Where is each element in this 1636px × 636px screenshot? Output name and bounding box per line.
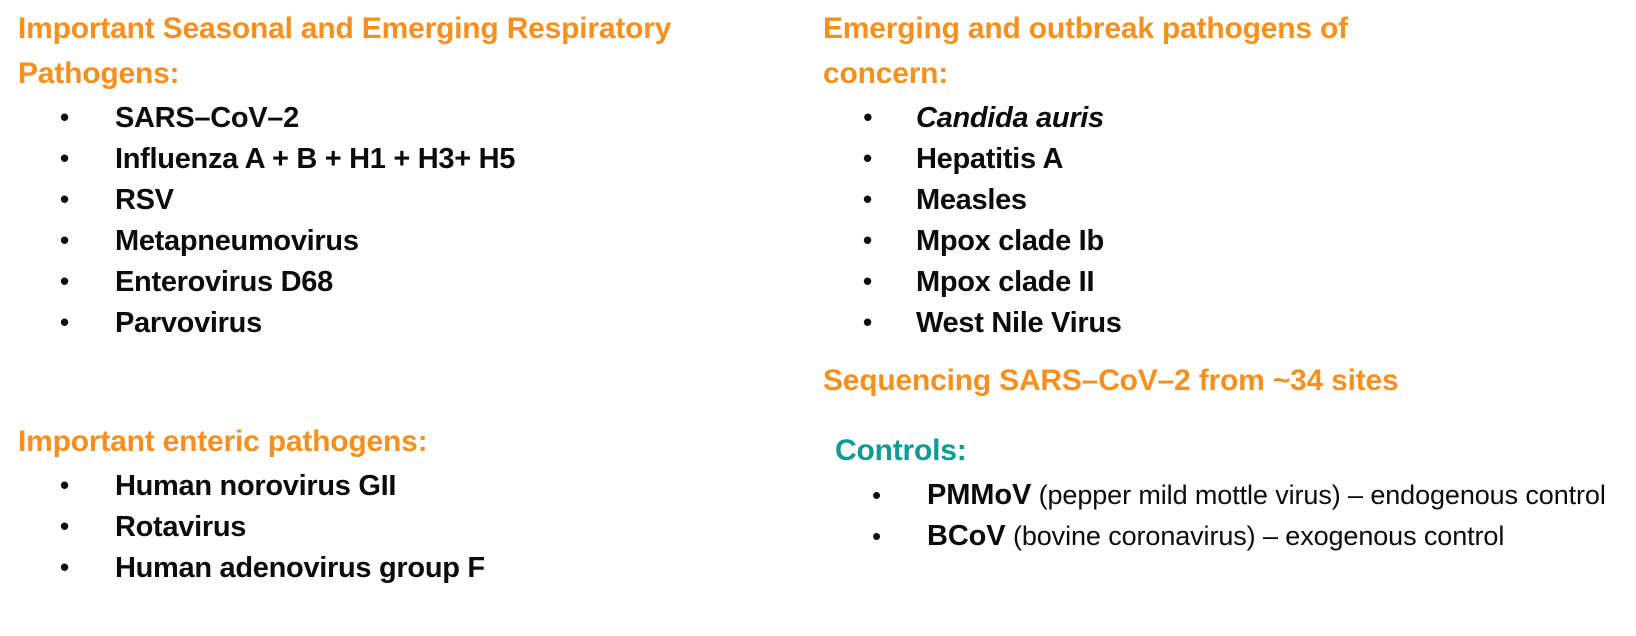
control-name: BCoV — [927, 520, 1006, 552]
enteric-pathogens-list: Human norovirus GII Rotavirus Human aden… — [18, 465, 778, 589]
list-item: Mpox clade II — [823, 261, 1623, 303]
list-item: Mpox clade Ib — [823, 220, 1623, 262]
list-item: Enterovirus D68 — [18, 261, 778, 303]
control-description: (bovine coronavirus) – exogenous control — [1005, 521, 1505, 551]
list-item: Rotavirus — [18, 506, 778, 548]
control-description: (pepper mild mottle virus) – endogenous … — [1031, 480, 1606, 510]
list-item: Influenza A + B + H1 + H3+ H5 — [18, 138, 778, 180]
list-item: Parvovirus — [18, 302, 778, 344]
list-item: Measles — [823, 179, 1623, 221]
sequencing-heading: Sequencing SARS–CoV–2 from ~34 sites — [823, 364, 1399, 397]
list-item: Candida auris — [823, 97, 1623, 139]
emerging-pathogens-block: Emerging and outbreak pathogens of conce… — [823, 6, 1623, 344]
list-item: Hepatitis A — [823, 138, 1623, 180]
list-item: BCoV (bovine coronavirus) – exogenous co… — [835, 516, 1636, 557]
sequencing-block: Sequencing SARS–CoV–2 from ~34 sites — [823, 358, 1623, 403]
respiratory-pathogens-list: SARS–CoV–2 Influenza A + B + H1 + H3+ H5… — [18, 97, 778, 344]
respiratory-pathogens-heading: Important Seasonal and Emerging Respirat… — [18, 12, 672, 90]
list-item: SARS–CoV–2 — [18, 97, 778, 139]
emerging-pathogens-list: Candida auris Hepatitis A Measles Mpox c… — [823, 97, 1623, 344]
list-item: Human adenovirus group F — [18, 547, 778, 589]
list-item: RSV — [18, 179, 778, 221]
enteric-pathogens-heading: Important enteric pathogens: — [18, 425, 428, 458]
list-item: Metapneumovirus — [18, 220, 778, 262]
respiratory-pathogens-block: Important Seasonal and Emerging Respirat… — [18, 6, 778, 344]
control-name: PMMoV — [927, 479, 1032, 511]
emerging-pathogens-heading: Emerging and outbreak pathogens of conce… — [823, 12, 1348, 90]
controls-heading: Controls: — [835, 434, 967, 467]
controls-list: PMMoV (pepper mild mottle virus) – endog… — [835, 475, 1635, 557]
enteric-pathogens-block: Important enteric pathogens: Human norov… — [18, 419, 778, 589]
list-item: PMMoV (pepper mild mottle virus) – endog… — [835, 475, 1636, 516]
list-item: West Nile Virus — [823, 302, 1623, 344]
controls-block: Controls: PMMoV (pepper mild mottle viru… — [835, 428, 1635, 557]
list-item: Human norovirus GII — [18, 465, 778, 507]
